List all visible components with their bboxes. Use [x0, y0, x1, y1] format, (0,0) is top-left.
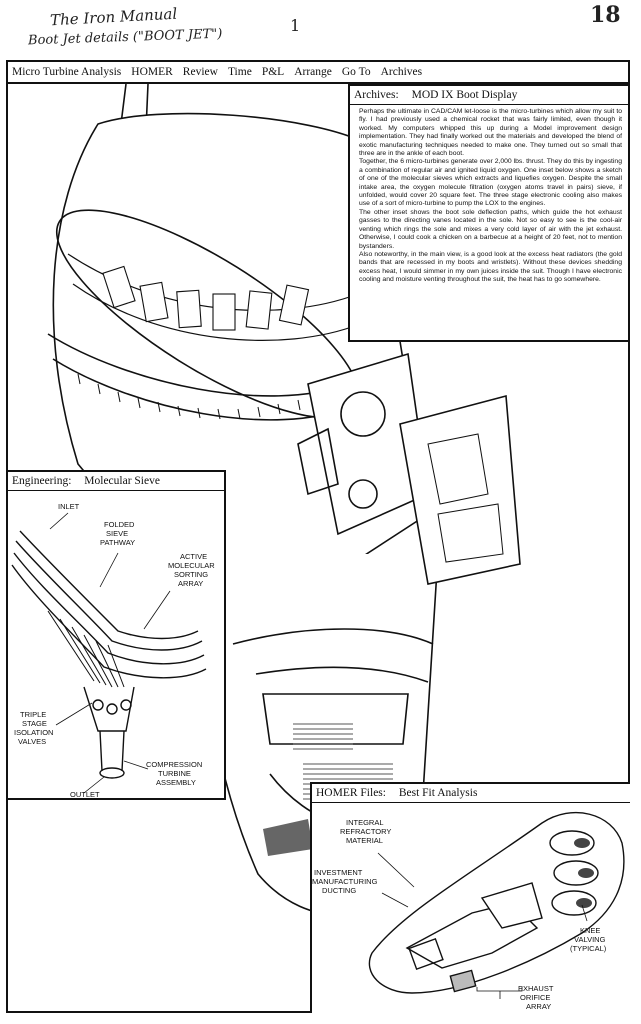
menu-archives[interactable]: Archives: [380, 66, 423, 78]
label-active-4: ARRAY: [178, 579, 203, 588]
menu-arrange[interactable]: Arrange: [294, 66, 332, 78]
engineering-window[interactable]: Engineering: Molecular Sieve: [8, 470, 226, 800]
label-inlet: INLET: [58, 502, 80, 511]
handwritten-subtitle: Boot Jet details ("BOOT JET"): [27, 26, 223, 49]
archives-paragraph: Also noteworthy, in the main view, is a …: [359, 250, 622, 284]
engineering-doc-name: Molecular Sieve: [84, 475, 160, 487]
archives-title-bar[interactable]: Archives: MOD IX Boot Display: [350, 86, 628, 105]
engineering-title-bar[interactable]: Engineering: Molecular Sieve: [8, 472, 224, 491]
archives-body-text: Perhaps the ultimate in CAD/CAM let-loos…: [350, 105, 628, 285]
label-exhaust-3: ARRAY: [526, 1002, 551, 1011]
best-fit-diagram: INTEGRAL REFRACTORY MATERIAL INVESTMENT …: [312, 811, 625, 1011]
handwritten-title: The Iron Manual: [49, 4, 178, 30]
label-knee-1: KNEE: [580, 926, 600, 935]
label-investment-1: INVESTMENT: [314, 868, 363, 877]
label-folded-1: FOLDED: [104, 520, 135, 529]
menu-go-to[interactable]: Go To: [341, 66, 371, 78]
label-active-1: ACTIVE: [180, 552, 207, 561]
label-integral-2: REFRACTORY: [340, 827, 391, 836]
label-triple-1: TRIPLE: [20, 710, 46, 719]
homer-app-name: HOMER Files:: [316, 787, 386, 799]
label-exhaust-1: EXHAUST: [518, 984, 554, 993]
archives-paragraph: Together, the 6 micro-turbines generate …: [359, 158, 622, 208]
menu-review[interactable]: Review: [182, 66, 218, 78]
label-integral-1: INTEGRAL: [346, 818, 384, 827]
label-investment-2: MANUFACTURING: [312, 877, 378, 886]
label-exhaust-2: ORIFICE: [520, 993, 550, 1002]
archives-paragraph: The other inset shows the boot sole defl…: [359, 208, 622, 250]
label-triple-4: VALVES: [18, 737, 46, 746]
archives-app-name: Archives:: [354, 89, 399, 101]
label-compression-2: TURBINE: [158, 769, 191, 778]
archives-paragraph: Perhaps the ultimate in CAD/CAM let-loos…: [359, 108, 622, 158]
archives-window[interactable]: Archives: MOD IX Boot Display Perhaps th…: [348, 84, 630, 342]
menu-micro-turbine-analysis[interactable]: Micro Turbine Analysis: [12, 66, 122, 78]
label-triple-2: STAGE: [22, 719, 47, 728]
menu-homer[interactable]: HOMER: [131, 66, 173, 78]
molecular-sieve-diagram: INLET FOLDED SIEVE PATHWAY ACTIVE MOLECU…: [11, 502, 215, 799]
label-investment-3: DUCTING: [322, 886, 356, 895]
label-integral-3: MATERIAL: [346, 836, 383, 845]
label-folded-3: PATHWAY: [100, 538, 135, 547]
screen-frame: Micro Turbine Analysis HOMER Review Time…: [6, 60, 630, 1013]
homer-doc-name: Best Fit Analysis: [398, 787, 478, 799]
menu-time[interactable]: Time: [227, 66, 252, 78]
archives-doc-name: MOD IX Boot Display: [411, 89, 518, 101]
menu-bar: Micro Turbine Analysis HOMER Review Time…: [8, 62, 628, 84]
homer-title-bar[interactable]: HOMER Files: Best Fit Analysis: [312, 784, 630, 803]
label-knee-2: VALVING: [574, 935, 606, 944]
label-folded-2: SIEVE: [106, 529, 128, 538]
label-active-3: SORTING: [174, 570, 208, 579]
label-compression-1: COMPRESSION: [146, 760, 202, 769]
label-active-2: MOLECULAR: [168, 561, 215, 570]
label-compression-3: ASSEMBLY: [156, 778, 196, 787]
label-knee-3: (TYPICAL): [570, 944, 607, 953]
handwritten-corner-number: 18: [590, 2, 621, 28]
engineering-app-name: Engineering:: [12, 475, 72, 487]
label-triple-3: ISOLATION: [14, 728, 53, 737]
handwritten-page-number: 1: [290, 16, 301, 35]
homer-window[interactable]: HOMER Files: Best Fit Analysis: [310, 782, 630, 1013]
label-outlet: OUTLET: [70, 790, 100, 799]
menu-pnl[interactable]: P&L: [261, 66, 285, 78]
